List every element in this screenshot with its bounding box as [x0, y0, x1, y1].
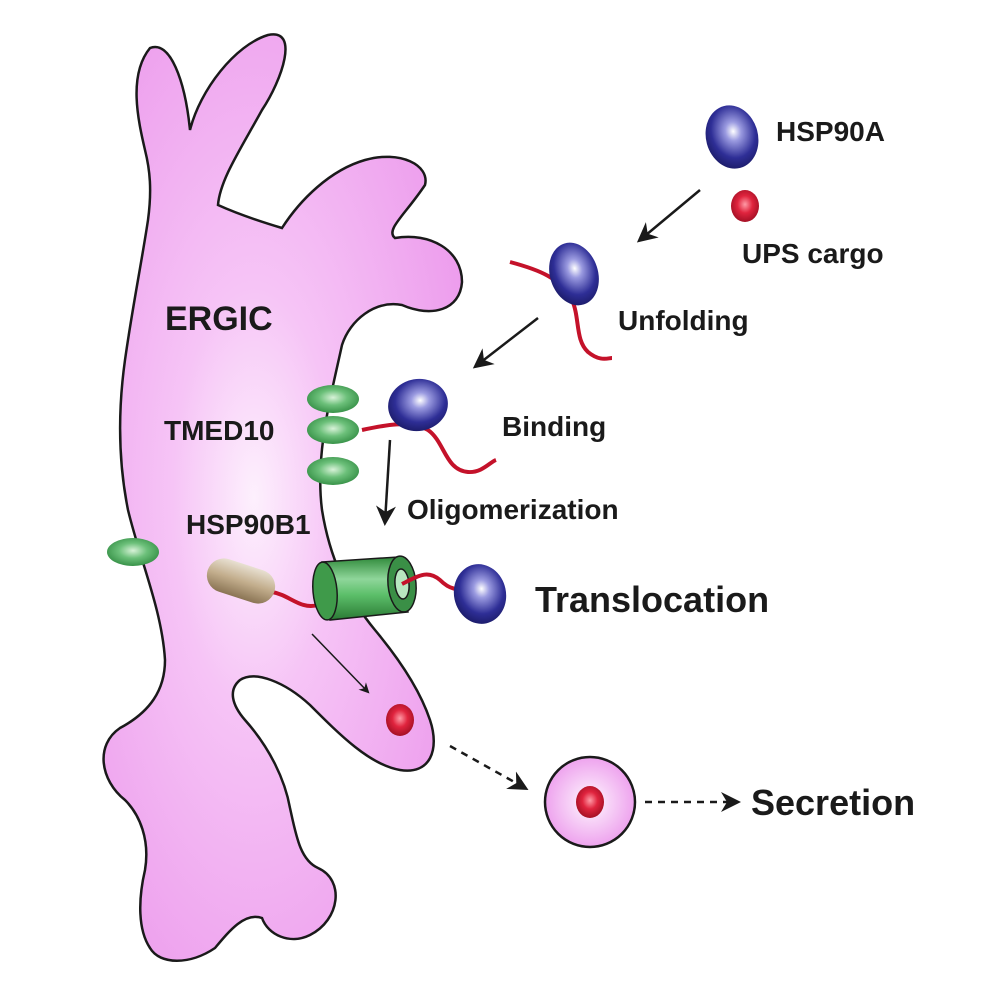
arrow-oligomerization	[375, 439, 396, 526]
label-binding: Binding	[502, 411, 606, 442]
hsp90a-binding	[388, 378, 448, 432]
tmed10-oval-1	[307, 385, 359, 413]
label-unfolding: Unfolding	[618, 305, 749, 336]
arrow-hsp90a-to-unfolding	[636, 189, 701, 243]
label-ups-cargo: UPS cargo	[742, 238, 884, 269]
ergic-membrane	[102, 33, 464, 962]
label-ergic: ERGIC	[165, 300, 273, 338]
tmed10-oval-4	[107, 538, 159, 566]
label-tmed10: TMED10	[164, 415, 274, 446]
tmed10-oval-2	[307, 416, 359, 444]
tmed10-oval-3	[307, 457, 359, 485]
label-hsp90a: HSP90A	[776, 116, 885, 147]
binding-chain	[361, 422, 497, 475]
label-secretion: Secretion	[751, 782, 915, 823]
translocation-channel	[312, 555, 417, 621]
arrow-cargo-to-vesicle	[449, 744, 529, 790]
label-translocation: Translocation	[535, 579, 769, 620]
hsp90a-unfolding	[549, 242, 599, 306]
ups-cargo-vesicle	[576, 786, 604, 818]
ups-cargo-ergic	[386, 704, 414, 736]
unfolding-chain	[509, 260, 613, 361]
arrow-translocation-to-cargo	[311, 633, 370, 694]
hsp90b1-capsule	[206, 558, 276, 604]
label-hsp90b1: HSP90B1	[186, 509, 311, 540]
label-oligomerization: Oligomerization	[407, 494, 619, 525]
arrow-unfolding-to-binding	[472, 317, 539, 369]
hsp90a-translocation	[453, 564, 507, 624]
hsp90a-free	[705, 105, 759, 169]
hsp90b1-chain	[271, 590, 319, 608]
ups-cargo-free	[731, 190, 759, 222]
